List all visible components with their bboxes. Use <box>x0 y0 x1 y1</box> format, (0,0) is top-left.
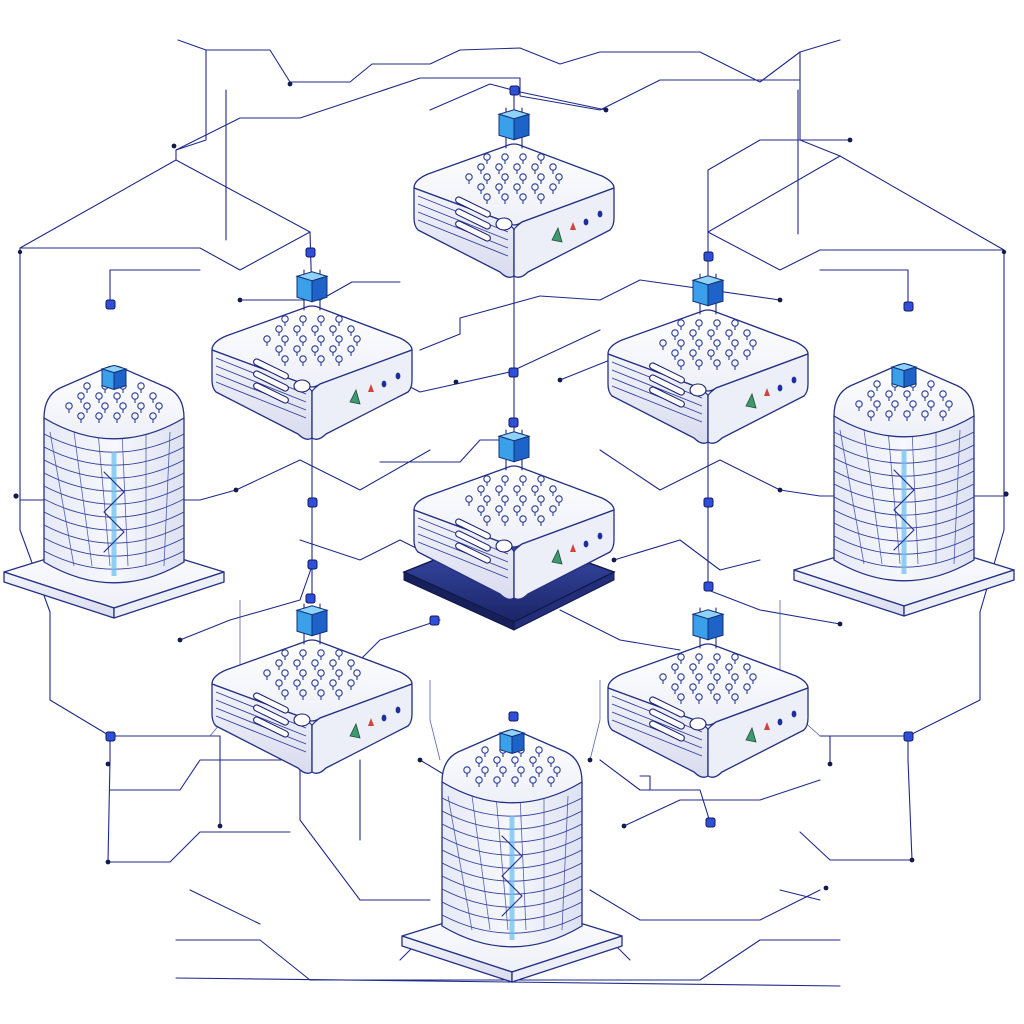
power-button[interactable] <box>496 540 512 552</box>
storage-tower-node[interactable] <box>4 365 224 618</box>
storage-tower-node[interactable] <box>402 729 622 982</box>
router-node[interactable] <box>404 430 614 630</box>
cube-icon <box>892 363 916 387</box>
power-button[interactable] <box>690 384 706 396</box>
power-button[interactable] <box>496 218 512 230</box>
cube-icon <box>297 272 327 302</box>
router-node[interactable] <box>414 108 614 277</box>
power-button[interactable] <box>294 714 310 726</box>
storage-tower-node[interactable] <box>794 363 1014 616</box>
router-node[interactable] <box>608 608 808 777</box>
cube-icon <box>499 432 529 462</box>
cube-icon <box>297 606 327 636</box>
cube-icon <box>693 610 723 640</box>
cube-icon <box>500 729 524 753</box>
router-node[interactable] <box>212 604 412 773</box>
router-node[interactable] <box>212 270 412 439</box>
power-button[interactable] <box>690 718 706 730</box>
cube-icon <box>499 110 529 140</box>
nodes-layer <box>4 108 1014 982</box>
cube-icon <box>102 365 126 389</box>
cube-icon <box>693 276 723 306</box>
power-button[interactable] <box>294 380 310 392</box>
